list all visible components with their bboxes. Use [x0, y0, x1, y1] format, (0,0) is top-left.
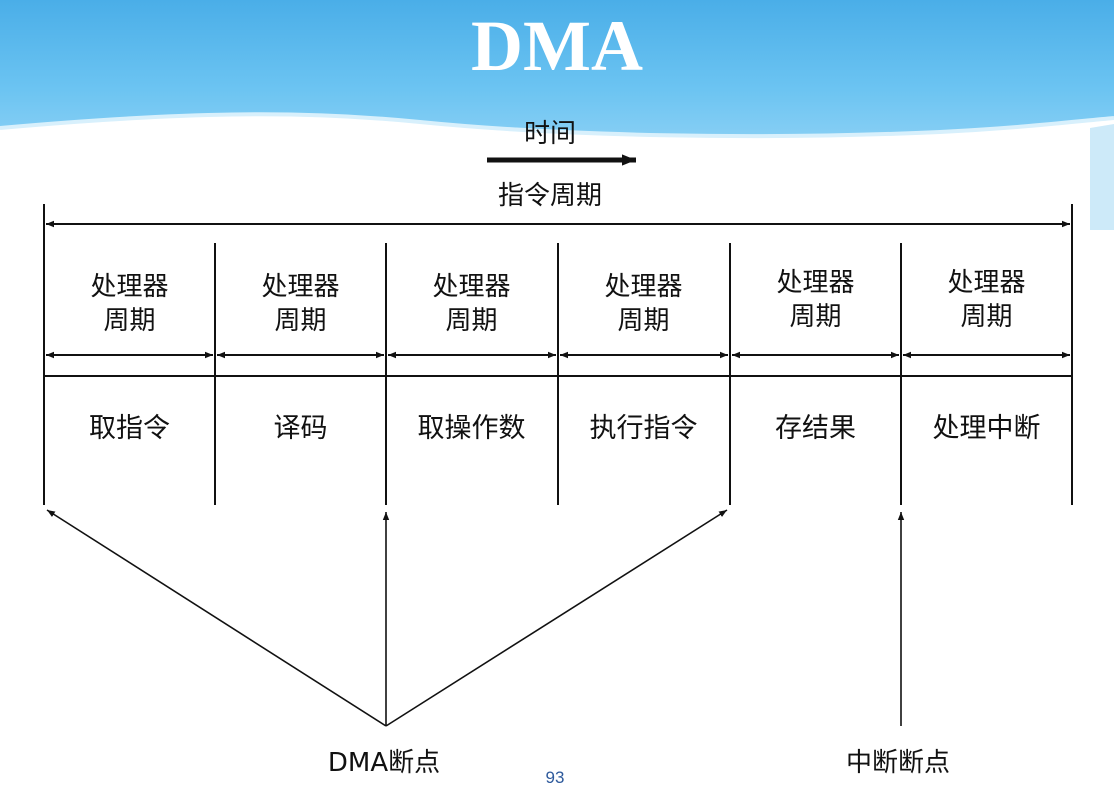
dma-breakpoint-arrow-3	[385, 509, 728, 727]
processor-cycle-label-4: 处理器 周期	[604, 272, 683, 336]
header-wave	[0, 112, 1114, 230]
instruction-cycle-label: 指令周期	[497, 181, 602, 211]
processor-cycle-label-1: 处理器 周期	[90, 272, 169, 336]
phase-label-5: 存结果	[775, 413, 856, 444]
processor-cycle-label-2: 处理器 周期	[261, 272, 340, 336]
phase-label-1: 取指令	[89, 413, 170, 444]
phase-label-4: 执行指令	[589, 413, 698, 444]
processor-cycle-label-3: 处理器 周期	[432, 272, 511, 336]
processor-cycle-label-5: 处理器 周期	[776, 268, 855, 332]
phase-label-6: 处理中断	[932, 413, 1041, 444]
phase-label-2: 译码	[273, 413, 328, 444]
dma-breakpoint-arrow-1	[46, 509, 387, 727]
phase-label-3: 取操作数	[417, 413, 526, 444]
processor-cycle-label-6: 处理器 周期	[947, 268, 1026, 332]
time-label: 时间	[523, 119, 576, 149]
page-number: 93	[545, 768, 565, 787]
dma-breakpoint-label: DMA断点	[327, 748, 441, 778]
page-title: DMA	[471, 6, 643, 86]
interrupt-breakpoint-label: 中断断点	[845, 748, 950, 778]
